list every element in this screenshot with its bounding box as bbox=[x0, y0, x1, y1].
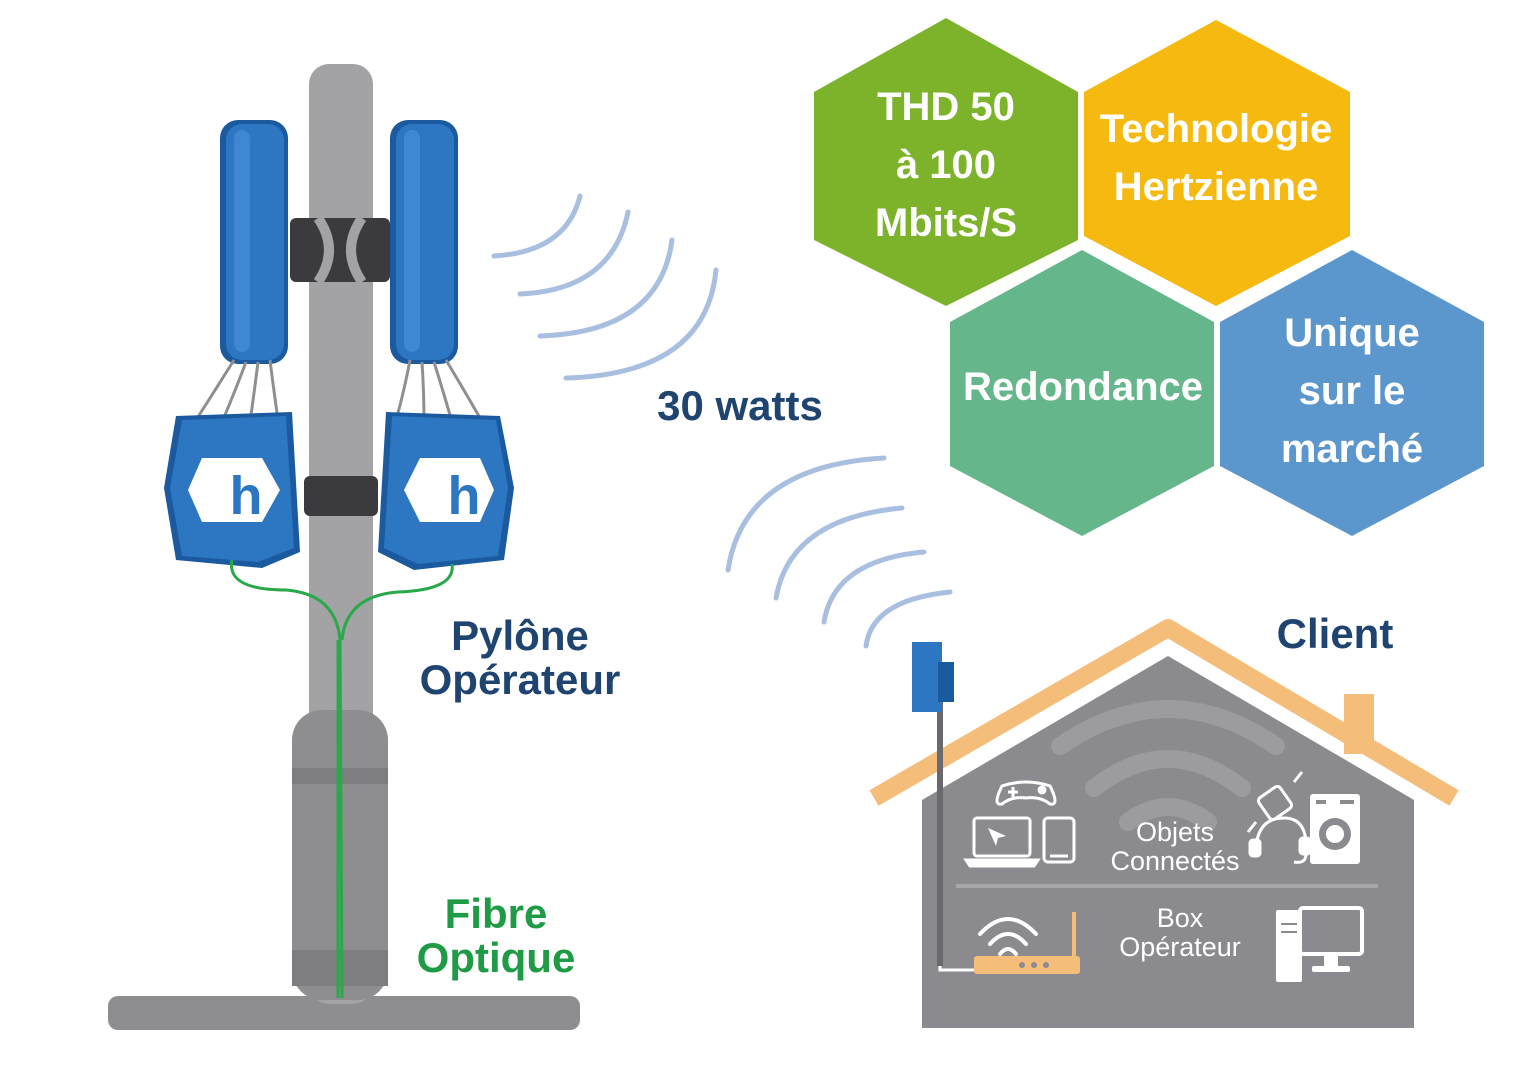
radio-waves-tower bbox=[491, 193, 719, 381]
operator-box-line-1: Box bbox=[1156, 903, 1204, 933]
hex-bandwidth-line-2: à 100 bbox=[895, 143, 997, 187]
fiber-label: Fibre Optique bbox=[394, 892, 598, 980]
connected-objects-line-1: Objets bbox=[1135, 817, 1215, 847]
gamepad-icon bbox=[995, 780, 1057, 806]
hex-bandwidth bbox=[814, 18, 1078, 306]
router-icon bbox=[974, 912, 1080, 974]
connected-objects-label: Objets Connectés bbox=[1080, 818, 1270, 876]
hex-unique-label: Unique sur le marché bbox=[1232, 304, 1472, 478]
tower-base-plate bbox=[108, 996, 580, 1030]
hex-bandwidth-label: THD 50 à 100 Mbits/S bbox=[836, 78, 1056, 252]
logo-h-icon: h bbox=[404, 458, 494, 526]
radio-waves-client bbox=[725, 455, 953, 649]
fiber-label-line-2: Optique bbox=[416, 934, 576, 981]
tower-clamp bbox=[304, 476, 378, 516]
operator-box-label: Box Opérateur bbox=[1090, 904, 1270, 962]
tablet-icon bbox=[1042, 816, 1076, 864]
hex-unique bbox=[1220, 250, 1484, 536]
hex-unique-line-2: sur le bbox=[1298, 369, 1406, 413]
hex-redundancy-label: Redondance bbox=[952, 358, 1214, 416]
antenna-panel-right bbox=[390, 120, 458, 364]
tower-label-line-1: Pylône bbox=[451, 612, 589, 659]
connected-objects-line-2: Connectés bbox=[1110, 846, 1240, 876]
desktop-computer-icon bbox=[1276, 906, 1364, 982]
tower-label: Pylône Opérateur bbox=[392, 614, 648, 702]
power-label-text: 30 watts bbox=[657, 382, 823, 429]
radio-unit-left: h bbox=[164, 412, 300, 568]
client-label-text: Client bbox=[1276, 610, 1394, 657]
hex-technology-label: Technologie Hertzienne bbox=[1090, 100, 1342, 216]
operator-tower: h h bbox=[108, 64, 580, 1030]
operator-box-line-2: Opérateur bbox=[1119, 932, 1241, 962]
antenna-panel-left bbox=[220, 120, 288, 364]
headset-icon bbox=[1248, 816, 1312, 864]
hex-unique-line-1: Unique bbox=[1284, 311, 1420, 355]
fiber-optic-cable bbox=[229, 559, 454, 999]
antenna-bracket bbox=[290, 215, 390, 285]
smartwatch-icon bbox=[1246, 771, 1304, 833]
hex-technology bbox=[1084, 20, 1350, 306]
client-house bbox=[869, 619, 1459, 1028]
logo-h-icon: h bbox=[188, 458, 280, 526]
house-roof bbox=[869, 619, 1459, 806]
fiber-label-line-1: Fibre bbox=[444, 890, 548, 937]
hex-unique-line-3: marché bbox=[1280, 427, 1424, 471]
wifi-icon bbox=[1051, 700, 1285, 831]
hex-technology-line-1: Technologie bbox=[1099, 107, 1333, 151]
hex-bandwidth-line-1: THD 50 bbox=[877, 85, 1015, 129]
hex-bandwidth-line-3: Mbits/S bbox=[874, 201, 1018, 245]
hex-redundancy-line-1: Redondance bbox=[962, 365, 1204, 409]
wifi-icon bbox=[978, 917, 1038, 956]
tower-label-line-2: Opérateur bbox=[419, 656, 621, 703]
washing-machine-icon bbox=[1310, 794, 1360, 864]
hex-redundancy bbox=[950, 250, 1214, 536]
svg-text:h: h bbox=[448, 466, 481, 526]
laptop-icon bbox=[963, 816, 1041, 868]
radio-unit-right: h bbox=[378, 412, 514, 570]
client-label: Client bbox=[1250, 610, 1420, 657]
power-label: 30 watts bbox=[630, 382, 850, 429]
svg-text:h: h bbox=[230, 466, 263, 526]
antenna-router-cable bbox=[938, 966, 976, 972]
hex-technology-line-2: Hertzienne bbox=[1113, 165, 1319, 209]
feature-hexagons bbox=[814, 18, 1484, 536]
client-antenna bbox=[912, 642, 954, 966]
